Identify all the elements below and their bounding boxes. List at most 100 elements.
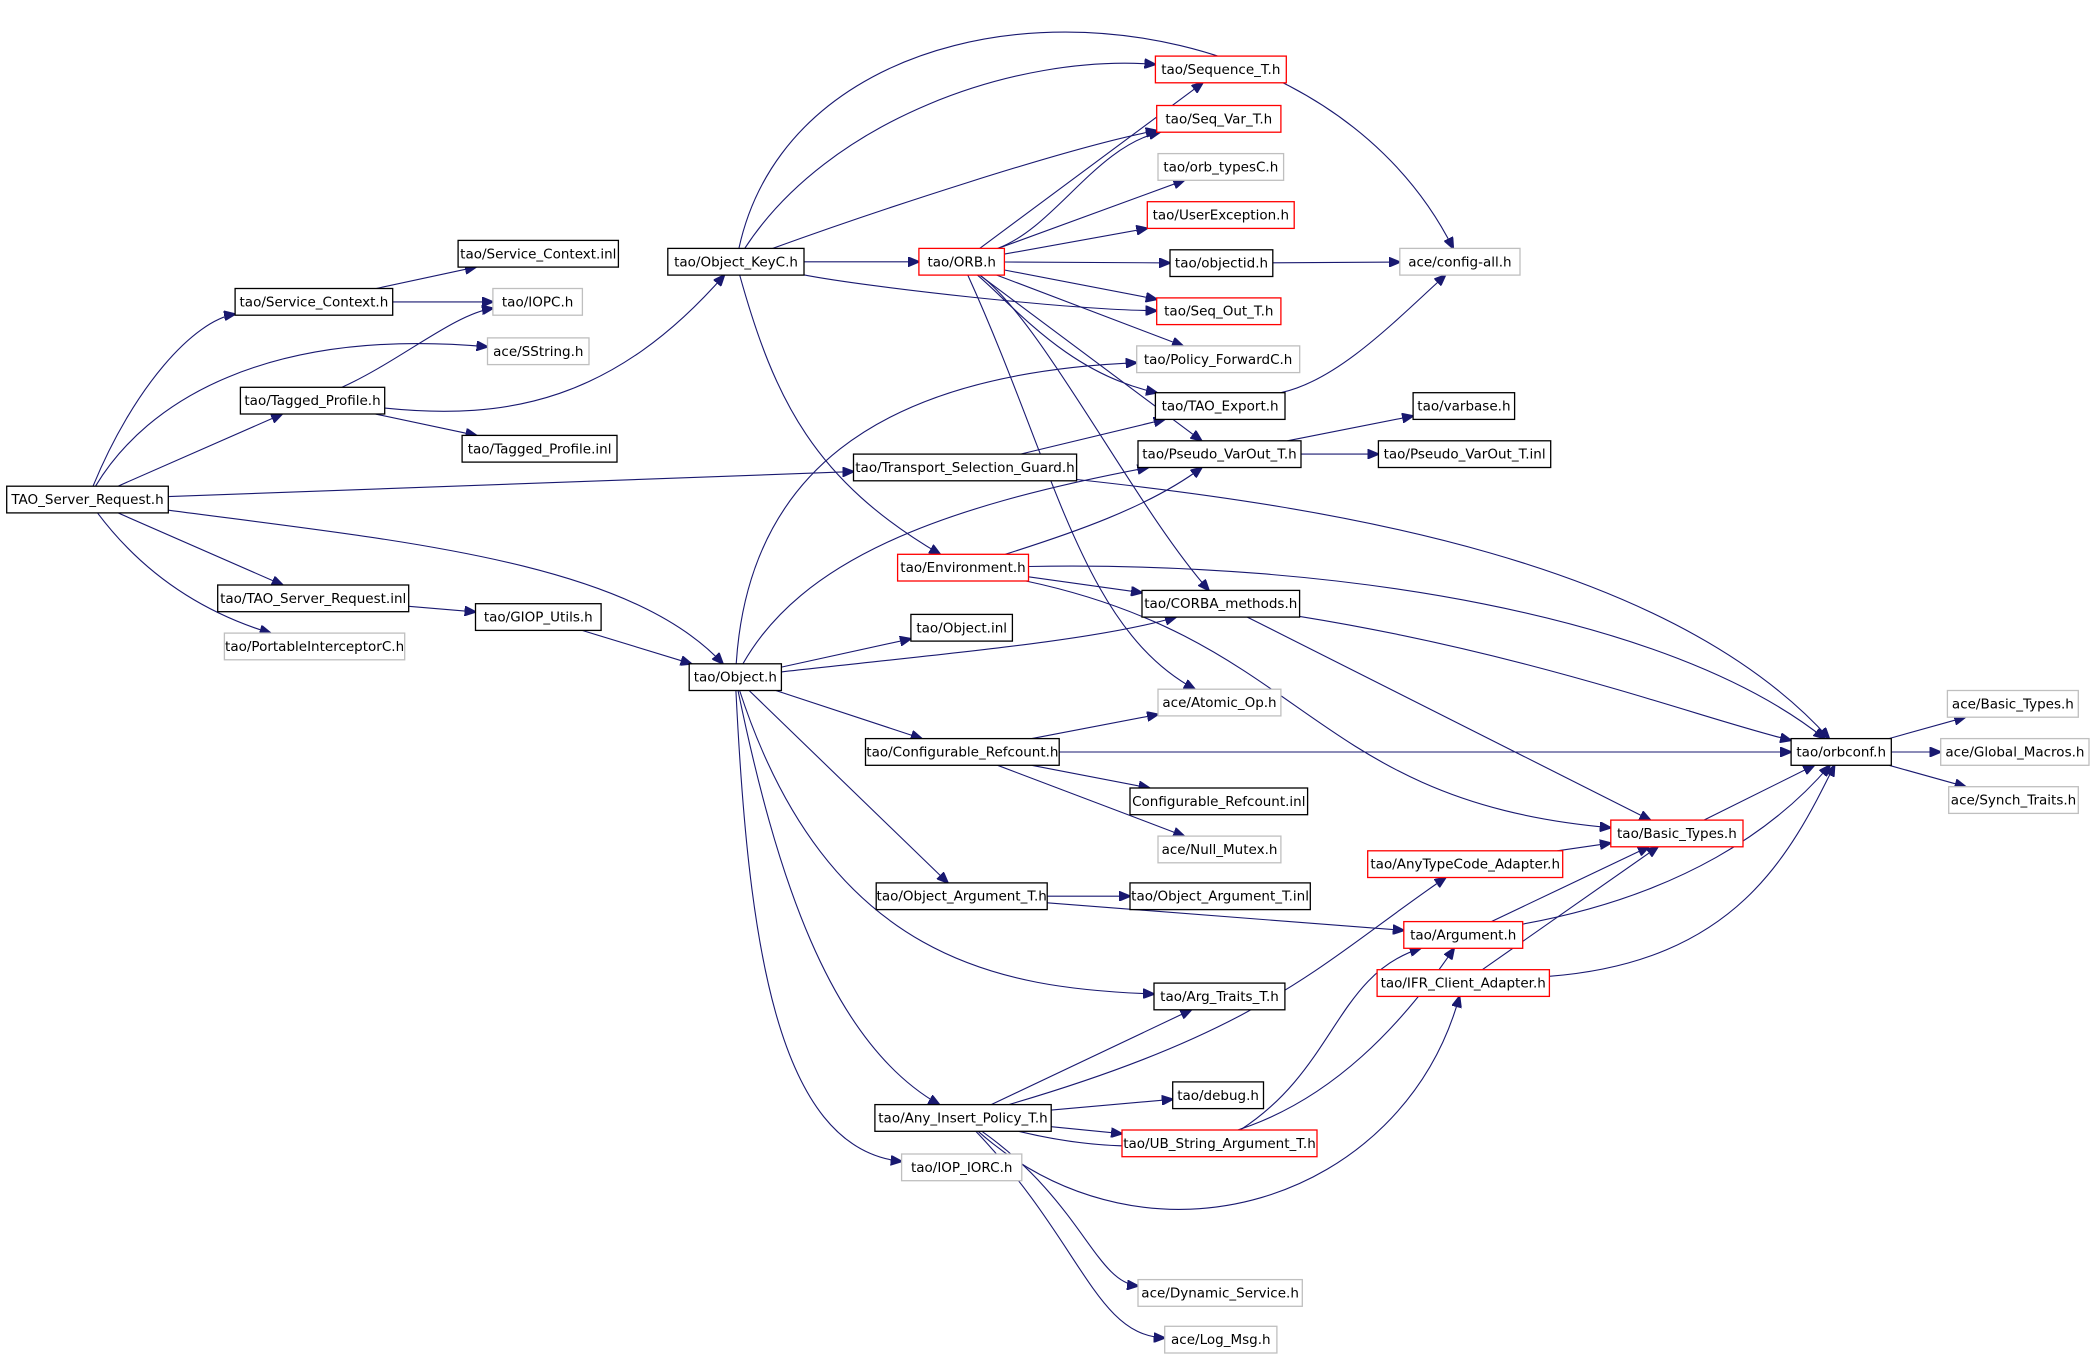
node-box [1137, 1278, 1303, 1307]
node-label: tao/Tagged_Profile.h [244, 393, 380, 409]
edge-object_h-to-object_argument_t [748, 690, 948, 883]
node-object_keyc[interactable]: tao/Object_KeyC.h [667, 247, 805, 276]
node-seq_var_t[interactable]: tao/Seq_Var_T.h [1156, 104, 1282, 133]
edge-environment-to-orbconf [1028, 565, 1825, 738]
edge-tagged_profile-to-tagged_profile_inl [375, 413, 477, 435]
edge-object_keyc-to-seq_var_t [772, 131, 1157, 249]
node-label: tao/TAO_Server_Request.inl [220, 591, 406, 607]
node-ace_synch_traits[interactable]: ace/Synch_Traits.h [1948, 786, 2079, 815]
node-objectid[interactable]: tao/objectid.h [1169, 249, 1274, 278]
node-null_mutex[interactable]: ace/Null_Mutex.h [1157, 835, 1282, 864]
node-box [1399, 247, 1521, 276]
edge-orbconf-to-ace_synch_traits [1888, 764, 1966, 786]
node-dynamic_service[interactable]: ace/Dynamic_Service.h [1137, 1278, 1303, 1307]
edge-orb_h-to-user_exception [1004, 228, 1147, 255]
node-iop_iorc[interactable]: tao/IOP_IORC.h [900, 1153, 1023, 1182]
node-label: tao/Object_Argument_T.h [877, 889, 1047, 905]
node-service_context[interactable]: tao/Service_Context.h [234, 287, 394, 316]
node-varbase[interactable]: tao/varbase.h [1412, 392, 1516, 421]
node-label: tao/Service_Context.inl [460, 246, 616, 262]
node-basic_types_tao[interactable]: tao/Basic_Types.h [1610, 819, 1744, 848]
node-service_context_inl[interactable]: tao/Service_Context.inl [457, 239, 620, 268]
node-sstring[interactable]: ace/SString.h [486, 337, 590, 366]
edge-root-to-object_h [168, 509, 723, 664]
node-orb_h[interactable]: tao/ORB.h [918, 247, 1006, 276]
node-tagged_profile[interactable]: tao/Tagged_Profile.h [239, 386, 386, 415]
node-log_msg[interactable]: ace/Log_Msg.h [1164, 1325, 1278, 1354]
node-box [1153, 982, 1286, 1011]
edge-giop_utils-to-object_h [581, 629, 691, 663]
node-box [223, 632, 406, 661]
node-root[interactable]: TAO_Server_Request.h [6, 485, 169, 514]
node-label: ace/config-all.h [1408, 254, 1511, 270]
node-seq_out_t[interactable]: tao/Seq_Out_T.h [1156, 297, 1282, 326]
node-box [1129, 882, 1311, 911]
node-portable_interceptor[interactable]: tao/PortableInterceptorC.h [223, 632, 406, 661]
node-transport_selection_guard[interactable]: tao/Transport_Selection_Guard.h [852, 453, 1078, 482]
node-arg_traits_t[interactable]: tao/Arg_Traits_T.h [1153, 982, 1286, 1011]
node-iopc[interactable]: tao/IOPC.h [492, 287, 584, 316]
edge-ifr_client_adapter-to-basic_types_tao [1481, 847, 1658, 971]
node-user_exception[interactable]: tao/UserException.h [1146, 201, 1295, 230]
edge-root-to-portable_interceptor [97, 512, 271, 633]
node-config_all[interactable]: ace/config-all.h [1399, 247, 1521, 276]
node-anytypecode_adapter[interactable]: tao/AnyTypeCode_Adapter.h [1367, 850, 1564, 879]
node-policy_forwardc[interactable]: tao/Policy_ForwardC.h [1136, 345, 1301, 374]
node-tao_export[interactable]: tao/TAO_Export.h [1154, 392, 1286, 421]
edge-object_keyc-to-environment [739, 274, 941, 554]
node-tao_server_request_inl[interactable]: tao/TAO_Server_Request.inl [217, 584, 410, 613]
node-pseudo_varout_t_inl[interactable]: tao/Pseudo_VarOut_T.inl [1377, 440, 1552, 469]
edge-tao_export-to-config_all [1280, 275, 1446, 394]
node-argument_h[interactable]: tao/Argument.h [1403, 920, 1524, 949]
node-giop_utils[interactable]: tao/GIOP_Utils.h [474, 603, 602, 632]
node-orb_typesc[interactable]: tao/orb_typesC.h [1157, 152, 1285, 181]
node-box [1610, 819, 1744, 848]
node-label: tao/Policy_ForwardC.h [1144, 352, 1293, 368]
node-ace_basic_types[interactable]: ace/Basic_Types.h [1946, 689, 2079, 718]
node-label: tao/Basic_Types.h [1617, 826, 1737, 842]
node-label: tao/PortableInterceptorC.h [225, 639, 404, 655]
edge-orb_h-to-policy_forwardc [996, 274, 1183, 346]
edge-orb_h-to-atomic_op [967, 274, 1195, 689]
node-atomic_op[interactable]: ace/Atomic_Op.h [1157, 688, 1282, 717]
edge-ifr_client_adapter-to-orbconf [1549, 765, 1834, 977]
node-box [234, 287, 394, 316]
node-environment[interactable]: tao/Environment.h [896, 553, 1030, 582]
node-tagged_profile_inl[interactable]: tao/Tagged_Profile.inl [461, 434, 618, 463]
node-ub_string_argument_t[interactable]: tao/UB_String_Argument_T.h [1121, 1129, 1318, 1158]
node-label: Configurable_Refcount.inl [1132, 794, 1305, 810]
node-label: tao/Tagged_Profile.inl [468, 441, 612, 457]
node-label: tao/Seq_Var_T.h [1165, 111, 1272, 127]
node-orbconf[interactable]: tao/orbconf.h [1790, 737, 1892, 766]
node-box [1157, 835, 1282, 864]
node-label: tao/debug.h [1177, 1088, 1259, 1104]
node-ace_global_macros[interactable]: ace/Global_Macros.h [1940, 737, 2090, 766]
node-corba_methods[interactable]: tao/CORBA_methods.h [1141, 589, 1301, 618]
node-label: tao/IOP_IORC.h [911, 1160, 1012, 1176]
node-box [1129, 787, 1309, 816]
node-layer: TAO_Server_Request.h tao/Service_Context.… [6, 55, 2090, 1354]
edge-orb_h-to-seq_out_t [1004, 269, 1156, 299]
edge-environment-to-basic_types_tao [1025, 580, 1611, 828]
node-box [1146, 201, 1295, 230]
edge-orb_h-to-corba_methods [979, 274, 1209, 590]
edge-orb_h-to-seq_var_t [997, 132, 1160, 249]
node-configurable_refcount[interactable]: tao/Configurable_Refcount.h [864, 737, 1060, 766]
node-ifr_client_adapter[interactable]: tao/IFR_Client_Adapter.h [1376, 969, 1551, 998]
node-debug_h[interactable]: tao/debug.h [1172, 1081, 1265, 1110]
edge-any_insert_policy-to-ub_string_argument_t [1051, 1126, 1122, 1134]
node-label: tao/Pseudo_VarOut_T.inl [1384, 447, 1546, 463]
node-configurable_refcount_inl[interactable]: Configurable_Refcount.inl [1129, 787, 1309, 816]
node-object_h[interactable]: tao/Object.h [688, 663, 783, 692]
node-object_argument_t_inl[interactable]: tao/Object_Argument_T.inl [1129, 882, 1311, 911]
node-pseudo_varout_t[interactable]: tao/Pseudo_VarOut_T.h [1137, 440, 1302, 469]
edge-any_insert_policy-to-ifr_client_adapter [977, 996, 1459, 1210]
node-object_inl[interactable]: tao/Object.inl [910, 613, 1014, 642]
node-label: tao/objectid.h [1175, 256, 1268, 272]
edge-transport_selection_guard-to-tao_export [1020, 419, 1165, 455]
node-any_insert_policy[interactable]: tao/Any_Insert_Policy_T.h [874, 1103, 1052, 1132]
node-sequence_t[interactable]: tao/Sequence_T.h [1154, 55, 1287, 84]
node-object_argument_t[interactable]: tao/Object_Argument_T.h [875, 882, 1048, 911]
edge-orb_h-to-tao_export [977, 274, 1157, 393]
edge-configurable_refcount-to-configurable_refcount_inl [1031, 764, 1150, 788]
